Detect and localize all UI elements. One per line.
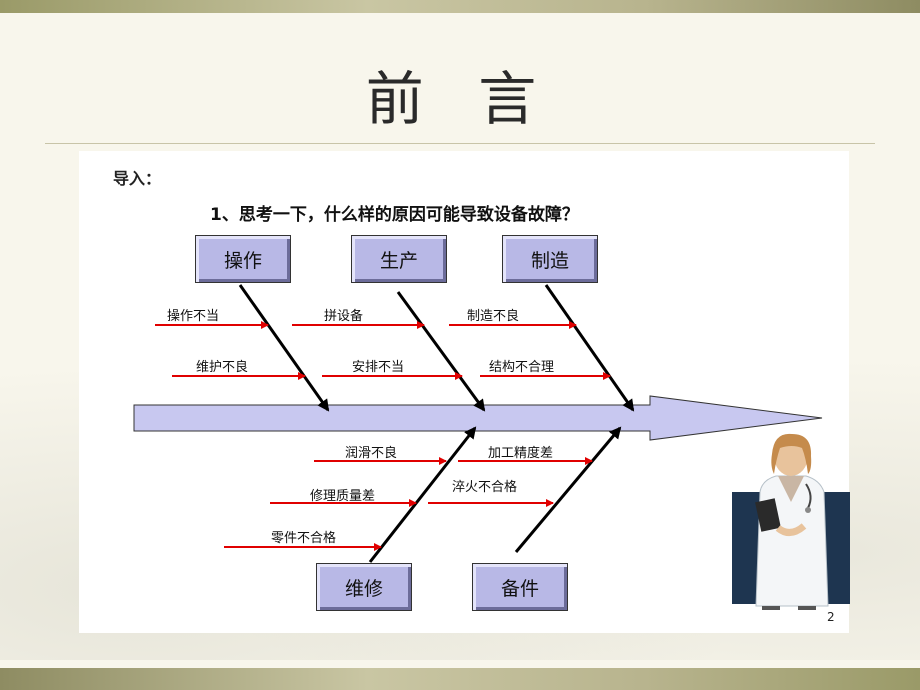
diagram-panel	[79, 151, 849, 633]
cause-label: 零件不合格	[271, 531, 337, 546]
bone-maintenance	[368, 426, 477, 563]
question-text: 1、思考一下，什么样的原因可能导致设备故障？	[210, 205, 579, 225]
bone-spareparts	[514, 426, 622, 553]
bone-operation	[238, 284, 330, 412]
spine-arrow	[133, 395, 823, 441]
cause-label: 加工精度差	[488, 446, 554, 461]
top-decor-bar	[0, 0, 920, 13]
title-divider	[45, 143, 875, 144]
category-box-manufacture: 制造	[502, 235, 598, 283]
bone-manufacture	[544, 284, 635, 412]
cause-label: 维护不良	[196, 360, 249, 375]
cause-label: 润滑不良	[345, 446, 398, 461]
category-box-spareparts: 备件	[472, 563, 568, 611]
category-box-production: 生产	[351, 235, 447, 283]
category-box-maintenance: 维修	[316, 563, 412, 611]
category-box-operation: 操作	[195, 235, 291, 283]
doctor-illustration	[732, 433, 850, 610]
cause-label: 结构不合理	[489, 360, 555, 375]
page-number: 2	[827, 610, 835, 624]
intro-label: 导入：	[113, 169, 162, 188]
cause-label: 操作不当	[167, 309, 220, 324]
cause-label: 安排不当	[352, 360, 405, 375]
bottom-decor-bar	[0, 668, 920, 690]
cause-label: 拼设备	[324, 309, 364, 324]
cause-label: 淬火不合格	[452, 480, 518, 495]
cause-label: 修理质量差	[310, 489, 376, 504]
slide-title: 前 言	[365, 65, 555, 133]
bone-production	[396, 291, 486, 412]
cause-label: 制造不良	[467, 309, 520, 324]
